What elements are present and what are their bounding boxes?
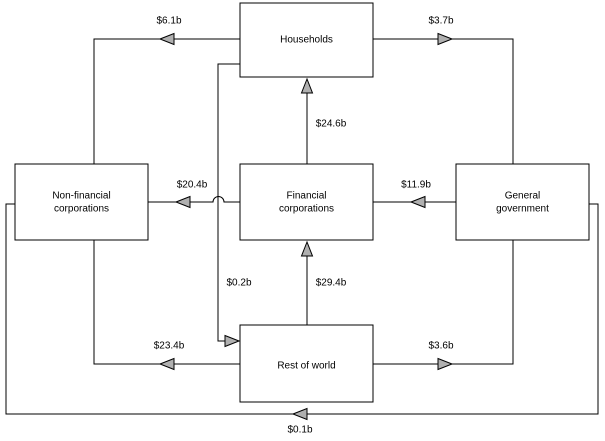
flow-label-gov-to-fin: $11.9b xyxy=(401,180,431,191)
flow-label-fin-to-nonfin: $20.4b xyxy=(177,180,208,191)
flow-label-hh-to-gov: $3.7b xyxy=(428,16,453,27)
flow-line-hh-to-gov xyxy=(373,38,514,164)
flow-label-row-to-nonfin: $23.4b xyxy=(154,341,185,352)
node-box-rest-of-world[interactable] xyxy=(239,324,374,403)
arrowhead-gov-to-nonfin xyxy=(291,407,308,421)
arrowhead-hh-to-row xyxy=(224,334,241,348)
flow-label-row-to-gov: $3.6b xyxy=(428,341,453,352)
node-label-government-line2: government xyxy=(496,204,549,215)
node-label-nonfinancial-line1: Non-financial xyxy=(52,191,110,202)
arrowhead-row-to-nonfin xyxy=(158,357,175,371)
node-label-households: Households xyxy=(280,35,333,46)
arrowhead-gov-to-fin xyxy=(409,195,426,209)
node-label-government-line1: General xyxy=(505,191,541,202)
arrowhead-fin-to-nonfin xyxy=(174,195,191,209)
arrowhead-hh-to-nonfin xyxy=(158,32,175,46)
node-label-rest-of-world: Rest of world xyxy=(277,361,335,372)
arrowhead-row-to-gov xyxy=(437,357,454,371)
flow-line-row-to-gov xyxy=(373,240,514,365)
node-box-financial-corporations[interactable] xyxy=(239,163,374,241)
flow-label-hh-to-row: $0.2b xyxy=(226,278,251,289)
node-label-financial-line2: corporations xyxy=(279,204,334,215)
node-box-nonfinancial-corporations[interactable] xyxy=(14,163,149,241)
flow-line-fin-to-nonfin xyxy=(148,196,240,203)
node-box-general-government[interactable] xyxy=(455,163,590,241)
node-box-households[interactable] xyxy=(239,2,374,78)
flow-line-hh-to-nonfin xyxy=(93,38,240,164)
arrowhead-fin-to-hh xyxy=(300,77,314,94)
arrowhead-row-to-fin xyxy=(300,240,314,257)
node-label-nonfinancial-line2: corporations xyxy=(54,204,109,215)
flow-label-fin-to-hh: $24.6b xyxy=(316,119,347,130)
flow-line-row-to-nonfin xyxy=(93,240,240,365)
arrowhead-hh-to-gov xyxy=(437,32,454,46)
flow-label-hh-to-nonfin: $6.1b xyxy=(156,16,181,27)
flow-label-gov-to-nonfin: $0.1b xyxy=(287,425,312,436)
node-label-financial-line1: Financial xyxy=(286,191,326,202)
flow-label-row-to-fin: $29.4b xyxy=(316,278,347,289)
